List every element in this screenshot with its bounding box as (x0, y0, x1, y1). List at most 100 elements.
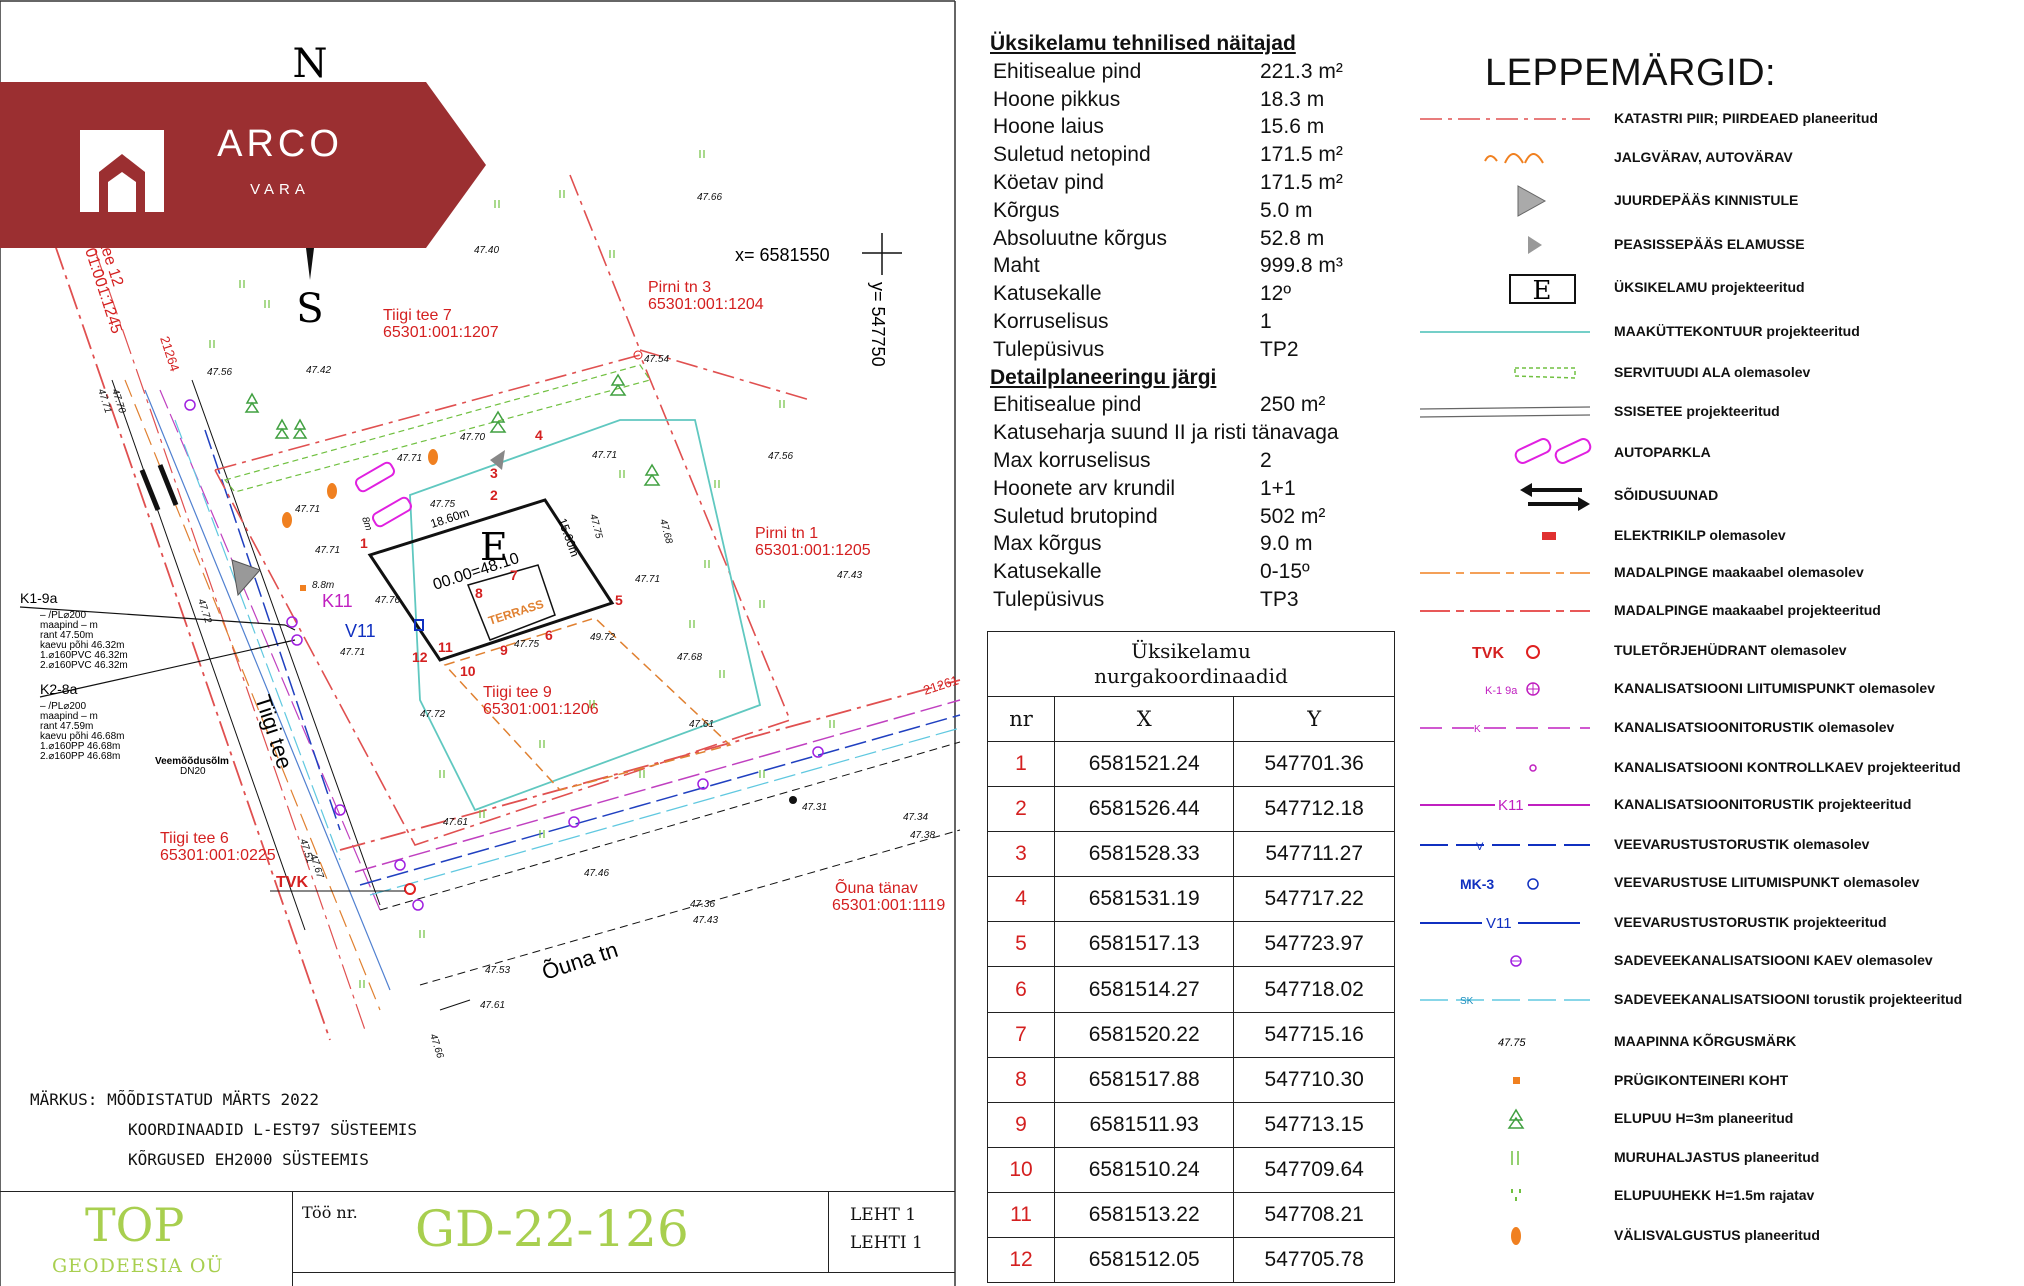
tech1-value: 52.8 m (1260, 226, 1325, 250)
svg-text:Tiigi tee 7: Tiigi tee 7 (383, 307, 452, 324)
svg-text:47.70: 47.70 (460, 432, 485, 443)
svg-text:47.75: 47.75 (587, 513, 604, 540)
coord-cell-x: 6581513.22 (1053, 1191, 1235, 1239)
coord-cell-nr: 1 (987, 740, 1055, 788)
col-header-x: X (1053, 696, 1235, 742)
lightblue-sk-line-icon: SK (1420, 983, 1600, 1017)
svg-text:47.38: 47.38 (910, 830, 935, 841)
tech2-value: 9.0 m (1260, 532, 1313, 556)
coord-cell-x: 6581531.19 (1053, 876, 1235, 923)
svg-text:1.⌀160PVC 46.32m: 1.⌀160PVC 46.32m (40, 650, 128, 661)
pipe-v11-label: V11 (345, 621, 376, 641)
coord-cell-y: 547709.64 (1233, 1146, 1395, 1193)
legend-label: KANALISATSIOONI KONTROLLKAEV projekteeri… (1614, 759, 1961, 775)
svg-text:E: E (1533, 276, 1552, 305)
tech1-value: 999.8 m³ (1260, 254, 1343, 278)
svg-text:47.72: 47.72 (420, 709, 445, 720)
legend-item: SERVITUUDI ALA olemasolev (1420, 356, 2020, 390)
coord-cell-nr: 12 (987, 1237, 1055, 1284)
svg-text:K1-9a: K1-9a (20, 590, 58, 606)
hydrant-icon: TVK (1420, 634, 1600, 668)
titleblock-top-rule (0, 1191, 955, 1192)
legend-label: SSISETEE projekteeritud (1614, 403, 1780, 419)
work-no-label: Töö nr. (302, 1203, 358, 1222)
svg-text:65301:001:0225: 65301:001:0225 (160, 847, 276, 864)
legend-item: KATASTRI PIIR; PIIRDEAED planeeritud (1420, 102, 2020, 136)
titleblock-bottom-rule (292, 1272, 955, 1273)
ouna-road-label: Õuna tn (539, 937, 621, 985)
svg-text:47.43: 47.43 (837, 570, 862, 581)
legend-item: JALGVÄRAV, AUTOVÄRAV (1420, 141, 2020, 175)
red-dash-line-icon (1420, 594, 1600, 628)
svg-text:47.56: 47.56 (207, 367, 232, 378)
legend-label: VEEVARUSTUSE LIITUMISPUNKT olemasolev (1614, 874, 1920, 890)
legend-title: LEPPEMÄRGID: (1485, 52, 1777, 94)
svg-text:V11: V11 (1486, 915, 1512, 932)
tech1-label: Kõrgus (993, 198, 1060, 222)
tech1-value: 15.6 m (1260, 115, 1325, 139)
tech2-label: Ehitisealue pind (993, 393, 1142, 417)
svg-text:47.71: 47.71 (592, 450, 617, 461)
svg-text:rant 47.50m: rant 47.50m (40, 630, 93, 641)
coord-cell-y: 547701.36 (1233, 740, 1395, 788)
legend-item: VÄLISVALGUSTUS planeeritud (1420, 1219, 2020, 1253)
tech1-row: Maht 999.8 m³ (990, 252, 1430, 280)
legend-label: SÕIDUSUUNAD (1614, 487, 1719, 503)
red-dashdot-line-icon (1420, 102, 1600, 136)
tech2-label: Hoonete arv krundil (993, 476, 1176, 500)
tech2-label: Max kõrgus (993, 532, 1102, 556)
coord-cell-x: 6581512.05 (1053, 1237, 1235, 1284)
tech1-label: Ehitisealue pind (993, 59, 1142, 83)
parcel-boundary (214, 174, 811, 846)
south-label: S (296, 286, 323, 332)
svg-text:47.68: 47.68 (677, 652, 702, 663)
tech1-label: Korruselisus (993, 309, 1109, 333)
legend-label: ELUPUUHEKK H=1.5m rajatav (1614, 1187, 1815, 1203)
tech1-label: Suletud netopind (993, 143, 1151, 167)
svg-text:47.71: 47.71 (340, 647, 365, 658)
svg-text:47.71: 47.71 (315, 545, 340, 556)
svg-text:47.61: 47.61 (443, 817, 468, 828)
svg-text:47.71: 47.71 (397, 453, 422, 464)
grass-marks (209, 150, 835, 988)
orange-dash-line-icon (1420, 556, 1600, 590)
coord-cell-y: 547715.16 (1233, 1011, 1395, 1058)
corner-point-icon (633, 350, 643, 360)
coord-cell-nr: 7 (987, 1011, 1055, 1058)
water-meter-label: Veemõõdusõlm (155, 756, 229, 767)
coord-cell-y: 547710.30 (1233, 1056, 1395, 1103)
legend-label: ELUPUU H=3m planeeritud (1614, 1110, 1794, 1126)
tech1-label: Hoone pikkus (993, 87, 1121, 111)
svg-text:21264: 21264 (157, 334, 182, 373)
k2-callout: K2-8a – /PL⌀200 maapind – m rant 47.59m … (40, 681, 125, 762)
svg-text:47.43: 47.43 (693, 915, 718, 926)
svg-text:rant 47.59m: rant 47.59m (40, 721, 93, 732)
legend-label: ELEKTRIKILP olemasolev (1614, 527, 1786, 543)
legend-label: KANALISATSIOONITORUSTIK projekteeritud (1614, 796, 1912, 812)
note-line-1: MÄRKUS: MÕÕDISTATUD MÄRTS 2022 (30, 1090, 319, 1109)
svg-text:– /PL⌀200: – /PL⌀200 (40, 701, 86, 712)
traffic-arrows-icon (139, 464, 179, 511)
tech1-label: Maht (993, 254, 1040, 278)
svg-text:2.⌀160PVC 46.32m: 2.⌀160PVC 46.32m (40, 660, 128, 671)
company-sub: GEODEESIA OÜ (52, 1255, 224, 1277)
grid-y-label: y= 547750 (868, 282, 888, 367)
legend-label: VÄLISVALGUSTUS planeeritud (1614, 1227, 1820, 1243)
magenta-k-line-icon: K (1420, 711, 1600, 745)
corner-numbers: 1 2 3 4 5 6 7 8 9 10 11 12 (360, 427, 623, 679)
note-line-3: KÕRGUSED EH2000 SÜSTEEMIS (128, 1150, 369, 1169)
legend-item: KANALISATSIOONI KONTROLLKAEV projekteeri… (1420, 751, 2020, 785)
